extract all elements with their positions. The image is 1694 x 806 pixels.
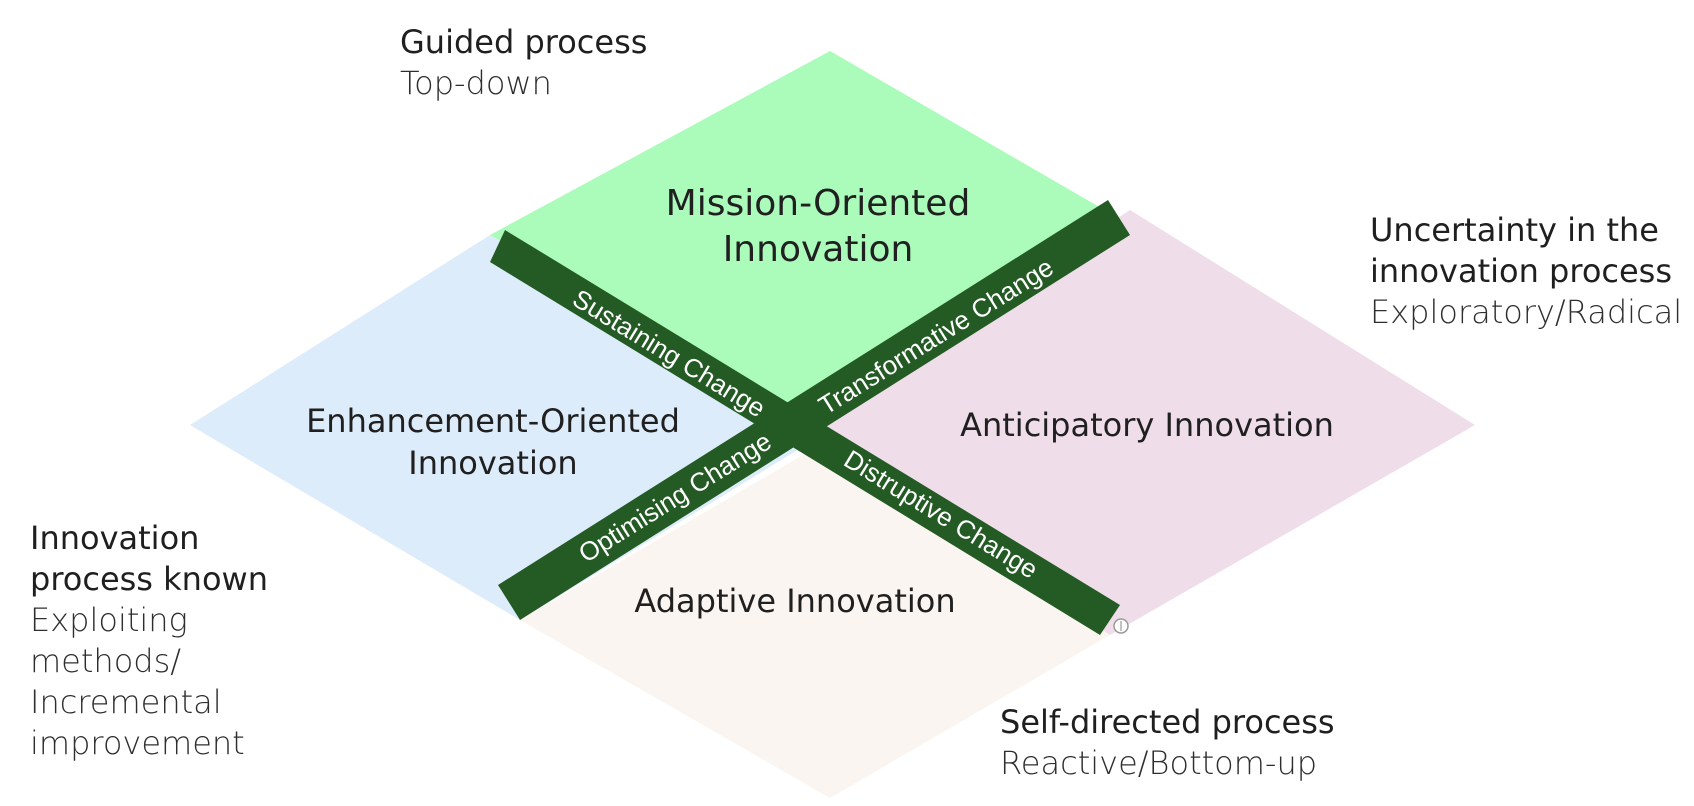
corner-label-top: Guided process Top-down bbox=[400, 22, 647, 104]
corner-left-sub-line2: methods/ bbox=[30, 642, 182, 680]
quadrant-label-enhancement-line2: Innovation bbox=[408, 444, 577, 482]
corner-left-sub-line1: Exploiting bbox=[30, 601, 188, 639]
quadrant-label-anticipatory: Anticipatory Innovation bbox=[960, 406, 1334, 444]
quadrant-label-mission-line1: Mission-Oriented bbox=[666, 183, 971, 224]
corner-right-title-line2: innovation process bbox=[1370, 252, 1673, 290]
corner-top-subtitle: Top-down bbox=[400, 64, 552, 102]
quadrant-label-enhancement-line1: Enhancement-Oriented bbox=[306, 402, 680, 440]
corner-label-right: Uncertainty in the innovation process Ex… bbox=[1370, 210, 1682, 333]
corner-left-title-line2: process known bbox=[30, 560, 268, 598]
quadrant-adaptive bbox=[520, 445, 1110, 798]
corner-left-sub-line4: improvement bbox=[30, 724, 245, 762]
corner-bottom-subtitle: Reactive/Bottom-up bbox=[1000, 744, 1318, 782]
band-transformative-optimising bbox=[498, 200, 1130, 620]
corner-label-left: Innovation process known Exploiting meth… bbox=[30, 518, 268, 764]
corner-label-bottom: Self-directed process Reactive/Bottom-up bbox=[1000, 702, 1335, 784]
corner-left-sub-line3: Incremental bbox=[30, 683, 222, 721]
corner-right-title-line1: Uncertainty in the bbox=[1370, 211, 1659, 249]
quadrant-label-adaptive: Adaptive Innovation bbox=[634, 582, 955, 620]
corner-left-title-line1: Innovation bbox=[30, 519, 200, 557]
corner-bottom-title: Self-directed process bbox=[1000, 703, 1335, 741]
quadrant-label-mission-line2: Innovation bbox=[723, 229, 914, 270]
corner-right-subtitle: Exploratory/Radical bbox=[1370, 293, 1683, 331]
corner-top-title: Guided process bbox=[400, 23, 648, 61]
